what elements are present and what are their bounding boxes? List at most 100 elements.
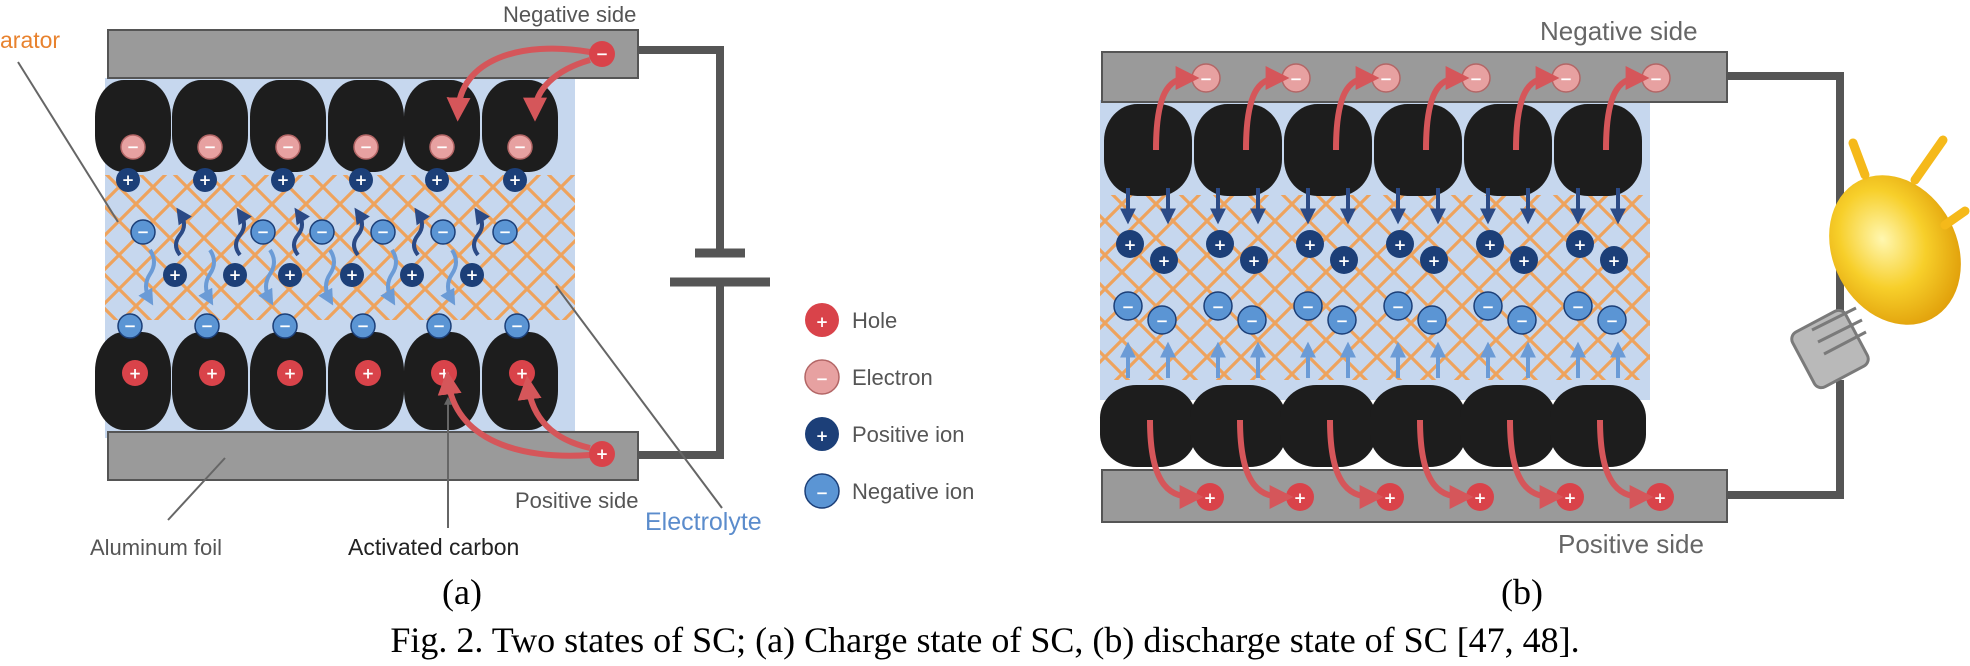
hole-marker: + bbox=[431, 360, 457, 386]
positive-ion-marker: + bbox=[349, 168, 373, 192]
hole-marker: + bbox=[1376, 483, 1404, 511]
panel-a-separator-mesh bbox=[105, 175, 575, 320]
negative-ion-marker: − bbox=[250, 219, 276, 245]
svg-text:+: + bbox=[1204, 489, 1217, 507]
negative-ion-marker: − bbox=[130, 219, 156, 245]
svg-text:+: + bbox=[466, 266, 479, 284]
svg-text:+: + bbox=[229, 266, 242, 284]
negative-ion-marker: − bbox=[370, 219, 396, 245]
svg-text:+: + bbox=[129, 364, 142, 382]
panel-a-positive-side-label: Positive side bbox=[515, 488, 639, 513]
negative-ion-marker: − bbox=[1113, 291, 1143, 321]
svg-text:+: + bbox=[362, 364, 375, 382]
positive-ion-marker: + bbox=[1116, 230, 1144, 258]
hole-flow-arrow bbox=[1327, 419, 1384, 509]
legend-marker-positive-ion: + bbox=[805, 417, 839, 451]
svg-text:+: + bbox=[1474, 489, 1487, 507]
svg-text:−: − bbox=[124, 317, 137, 335]
positive-ion-marker: + bbox=[193, 168, 217, 192]
hole-marker: + bbox=[1556, 483, 1584, 511]
panel-b-positive-side-label: Positive side bbox=[1558, 529, 1704, 559]
negative-ion-marker: − bbox=[309, 219, 335, 245]
hole-marker: + bbox=[1466, 483, 1494, 511]
negative-ion-marker: − bbox=[1563, 291, 1593, 321]
negative-ion-marker: − bbox=[1383, 291, 1413, 321]
svg-text:+: + bbox=[1294, 489, 1307, 507]
carbon-particle bbox=[1194, 104, 1282, 196]
separator-pointer-line bbox=[17, 61, 119, 223]
panel-a-external-hole bbox=[589, 441, 615, 467]
electron-flow-arrow bbox=[1333, 66, 1380, 151]
legend: +Hole−Electron+Positive ion−Negative ion bbox=[804, 303, 974, 509]
panel-a-external-electron bbox=[589, 41, 615, 67]
electron-marker: − bbox=[1461, 63, 1491, 93]
svg-text:−: − bbox=[1560, 70, 1573, 88]
svg-text:−: − bbox=[1482, 298, 1495, 316]
hole-marker: + bbox=[277, 360, 303, 386]
hole-flow-arrow bbox=[1237, 419, 1294, 509]
positive-ion-marker: + bbox=[1240, 246, 1268, 274]
positive-ion-marker: + bbox=[1296, 230, 1324, 258]
light-bulb-icon bbox=[1790, 135, 1970, 390]
negative-ion-marker: − bbox=[430, 219, 456, 245]
carbon-particle bbox=[1104, 104, 1192, 196]
panel-b-negative-side-label: Negative side bbox=[1540, 16, 1698, 46]
panel-a-hole-flow-arrow-1 bbox=[437, 370, 591, 459]
svg-text:−: − bbox=[137, 223, 150, 241]
svg-text:+: + bbox=[1608, 252, 1621, 270]
svg-text:−: − bbox=[1336, 312, 1349, 330]
svg-text:−: − bbox=[1122, 298, 1135, 316]
svg-text:+: + bbox=[1394, 236, 1407, 254]
electron-marker: − bbox=[275, 134, 301, 160]
positive-ion-marker: + bbox=[425, 168, 449, 192]
legend-marker-electron: − bbox=[804, 359, 840, 395]
negative-ion-motion-arrow bbox=[440, 248, 458, 306]
panel-a-electron-flow-arrow-1 bbox=[446, 45, 591, 122]
legend-marker-negative-ion: − bbox=[804, 473, 840, 509]
negative-ion-marker: − bbox=[1597, 305, 1627, 335]
svg-text:−: − bbox=[127, 138, 140, 156]
svg-text:−: − bbox=[1650, 70, 1663, 88]
svg-text:−: − bbox=[1212, 298, 1225, 316]
negative-ion-motion-arrow bbox=[318, 248, 336, 306]
svg-text:−: − bbox=[1200, 70, 1213, 88]
separator-label: arator bbox=[0, 27, 60, 53]
panel-a-charge-state: −++−−++−−++−−++−−++−−++−−−−−−−++++++ − +… bbox=[0, 2, 770, 560]
electron-flow-arrow bbox=[1513, 66, 1560, 151]
electrolyte-pointer-line bbox=[555, 285, 723, 509]
carbon-particle bbox=[95, 80, 171, 172]
positive-ion-marker: + bbox=[1510, 246, 1538, 274]
negative-ion-motion-arrow bbox=[198, 248, 216, 306]
svg-text:−: − bbox=[1246, 312, 1259, 330]
negative-ion-marker: − bbox=[350, 313, 376, 339]
svg-text:−: − bbox=[514, 138, 527, 156]
legend-label: Hole bbox=[852, 308, 897, 333]
svg-text:−: − bbox=[257, 223, 270, 241]
positive-ion-marker: + bbox=[1566, 230, 1594, 258]
hole-marker: + bbox=[122, 360, 148, 386]
svg-text:−: − bbox=[282, 138, 295, 156]
electron-marker: − bbox=[1281, 63, 1311, 93]
positive-ion-motion-arrow bbox=[472, 207, 490, 257]
panel-a-particles: −++−−++−−++−−++−−++−−++−−−−−−−++++++ bbox=[116, 134, 535, 386]
negative-ion-marker: − bbox=[272, 313, 298, 339]
svg-text:−: − bbox=[1392, 298, 1405, 316]
positive-ion-marker: + bbox=[1476, 230, 1504, 258]
svg-text:−: − bbox=[1516, 312, 1529, 330]
svg-text:−: − bbox=[1426, 312, 1439, 330]
svg-text:+: + bbox=[122, 171, 135, 189]
negative-ion-motion-arrow bbox=[380, 248, 398, 306]
svg-text:+: + bbox=[1214, 236, 1227, 254]
positive-ion-marker: + bbox=[1600, 246, 1628, 274]
legend-label: Electron bbox=[852, 365, 933, 390]
panel-a-circuit-wire bbox=[638, 46, 724, 459]
negative-ion-motion-arrow bbox=[258, 248, 276, 306]
panel-b-sublabel: (b) bbox=[1501, 572, 1543, 612]
hole-flow-arrow bbox=[1417, 419, 1474, 509]
hole-flow-arrow bbox=[1507, 419, 1564, 509]
svg-text:+: + bbox=[1384, 489, 1397, 507]
positive-ion-marker: + bbox=[1206, 230, 1234, 258]
svg-text:−: − bbox=[816, 484, 829, 502]
svg-text:+: + bbox=[355, 171, 368, 189]
